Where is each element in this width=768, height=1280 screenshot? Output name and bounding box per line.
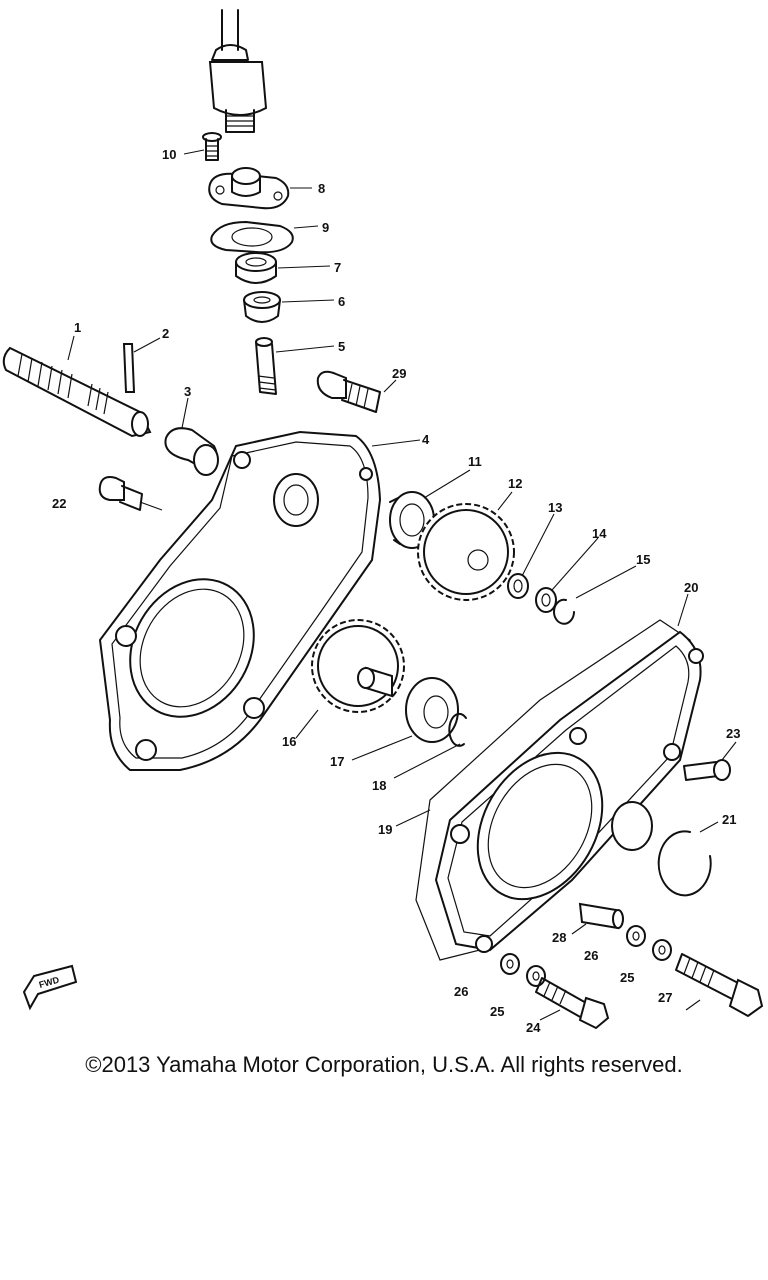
washer-26-right xyxy=(626,925,646,947)
shaft-5 xyxy=(255,337,277,395)
part-label: 28 xyxy=(552,930,566,945)
part-label: 25 xyxy=(490,1004,504,1019)
part-label: 6 xyxy=(338,294,345,309)
part-label: 8 xyxy=(318,181,325,196)
part-label: 17 xyxy=(330,754,344,769)
part-label: 11 xyxy=(468,454,482,469)
bolt-27 xyxy=(675,953,764,1018)
part-label: 27 xyxy=(658,990,672,1005)
washer-25-left xyxy=(526,965,546,987)
washer-26-left xyxy=(500,953,520,975)
part-label: 21 xyxy=(722,812,736,827)
copyright-notice: ©2013 Yamaha Motor Corporation, U.S.A. A… xyxy=(85,1052,683,1077)
part-label: 25 xyxy=(620,970,634,985)
bolt-10 xyxy=(202,132,222,161)
part-label: 5 xyxy=(338,339,345,354)
worm-shaft-1 xyxy=(2,346,152,438)
part-label: 15 xyxy=(636,552,650,567)
part-label: 13 xyxy=(548,500,562,515)
gasket-9 xyxy=(210,220,294,254)
part-labels: 10 8 9 7 6 5 1 2 3 29 4 22 11 12 13 14 1… xyxy=(52,147,740,1035)
part-label: 3 xyxy=(184,384,191,399)
bearing-7 xyxy=(235,252,277,284)
part-label: 18 xyxy=(372,778,386,793)
part-label: 14 xyxy=(592,526,607,541)
flange-8 xyxy=(208,167,290,210)
fwd-arrow-icon: FWD xyxy=(22,964,78,1011)
pin-2 xyxy=(122,343,136,393)
part-label: 9 xyxy=(322,220,329,235)
washer-13 xyxy=(507,573,529,599)
washer-25-right xyxy=(652,939,672,961)
gear-housing-4 xyxy=(98,430,382,771)
part-label: 29 xyxy=(392,366,406,381)
collar-3 xyxy=(164,427,219,476)
part-label: 26 xyxy=(454,984,468,999)
bolt-29 xyxy=(316,370,381,413)
cover-20 xyxy=(434,630,704,953)
bolt-22 xyxy=(98,476,143,511)
part-label: 16 xyxy=(282,734,296,749)
leader-lines xyxy=(67,149,737,1021)
part-label: 23 xyxy=(726,726,740,741)
part-label: 1 xyxy=(74,320,81,335)
part-label: 12 xyxy=(508,476,522,491)
bearing-17 xyxy=(405,677,459,743)
part-label: 2 xyxy=(162,326,169,341)
bolt-24 xyxy=(535,977,610,1030)
circlip-21 xyxy=(657,830,712,897)
bolt-23 xyxy=(683,759,731,781)
gear-16 xyxy=(311,619,405,713)
circlip-18 xyxy=(448,712,467,747)
circlip-15 xyxy=(553,598,575,625)
exploded-parts-diagram: 10 8 9 7 6 5 1 2 3 29 4 22 11 12 13 14 1… xyxy=(2,9,764,1035)
washer-14 xyxy=(535,587,557,613)
part-label: 19 xyxy=(378,822,392,837)
part-label: 22 xyxy=(52,496,66,511)
bushing-6 xyxy=(243,291,281,323)
drive-cable xyxy=(208,9,268,133)
part-label: 26 xyxy=(584,948,598,963)
part-label: 24 xyxy=(526,1020,541,1035)
part-label: 7 xyxy=(334,260,341,275)
gear-12 xyxy=(417,503,515,601)
part-label: 10 xyxy=(162,147,176,162)
part-label: 20 xyxy=(684,580,698,595)
part-label: 4 xyxy=(422,432,430,447)
shaft-28 xyxy=(578,902,624,930)
